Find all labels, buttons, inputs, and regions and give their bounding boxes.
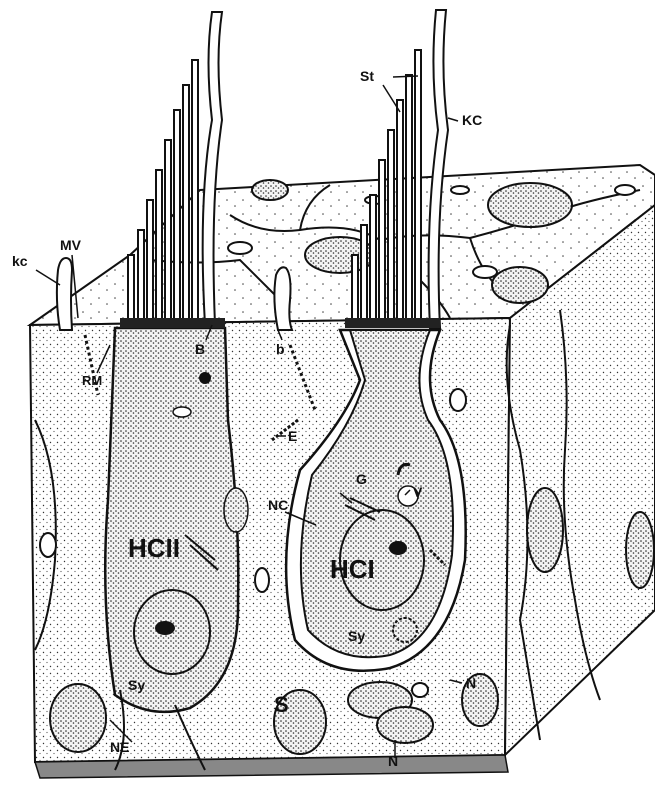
label-hc2: HCII xyxy=(128,533,180,563)
label-kc-right: KC xyxy=(462,112,482,128)
label-n-right: N xyxy=(466,675,476,691)
label-e: E xyxy=(288,428,297,444)
label-sy-right: Sy xyxy=(348,628,365,644)
label-b-upper: B xyxy=(195,341,205,357)
hair-cell-type-2 xyxy=(105,12,248,712)
label-st: St xyxy=(360,68,374,84)
label-g: G xyxy=(356,471,367,487)
label-kc-left: kc xyxy=(12,253,28,269)
label-hc1: HCI xyxy=(330,554,375,584)
hc2-stereocilia xyxy=(128,60,198,325)
label-sy-left: Sy xyxy=(128,677,145,693)
label-v: V xyxy=(413,484,423,500)
label-rm: RM xyxy=(82,373,102,388)
label-s: S xyxy=(274,692,289,717)
label-mv: MV xyxy=(60,237,82,253)
label-ne: NE xyxy=(110,739,129,755)
label-n-bottom: N xyxy=(388,753,398,769)
label-nc: NC xyxy=(268,497,288,513)
label-b-lower: b xyxy=(276,341,285,357)
